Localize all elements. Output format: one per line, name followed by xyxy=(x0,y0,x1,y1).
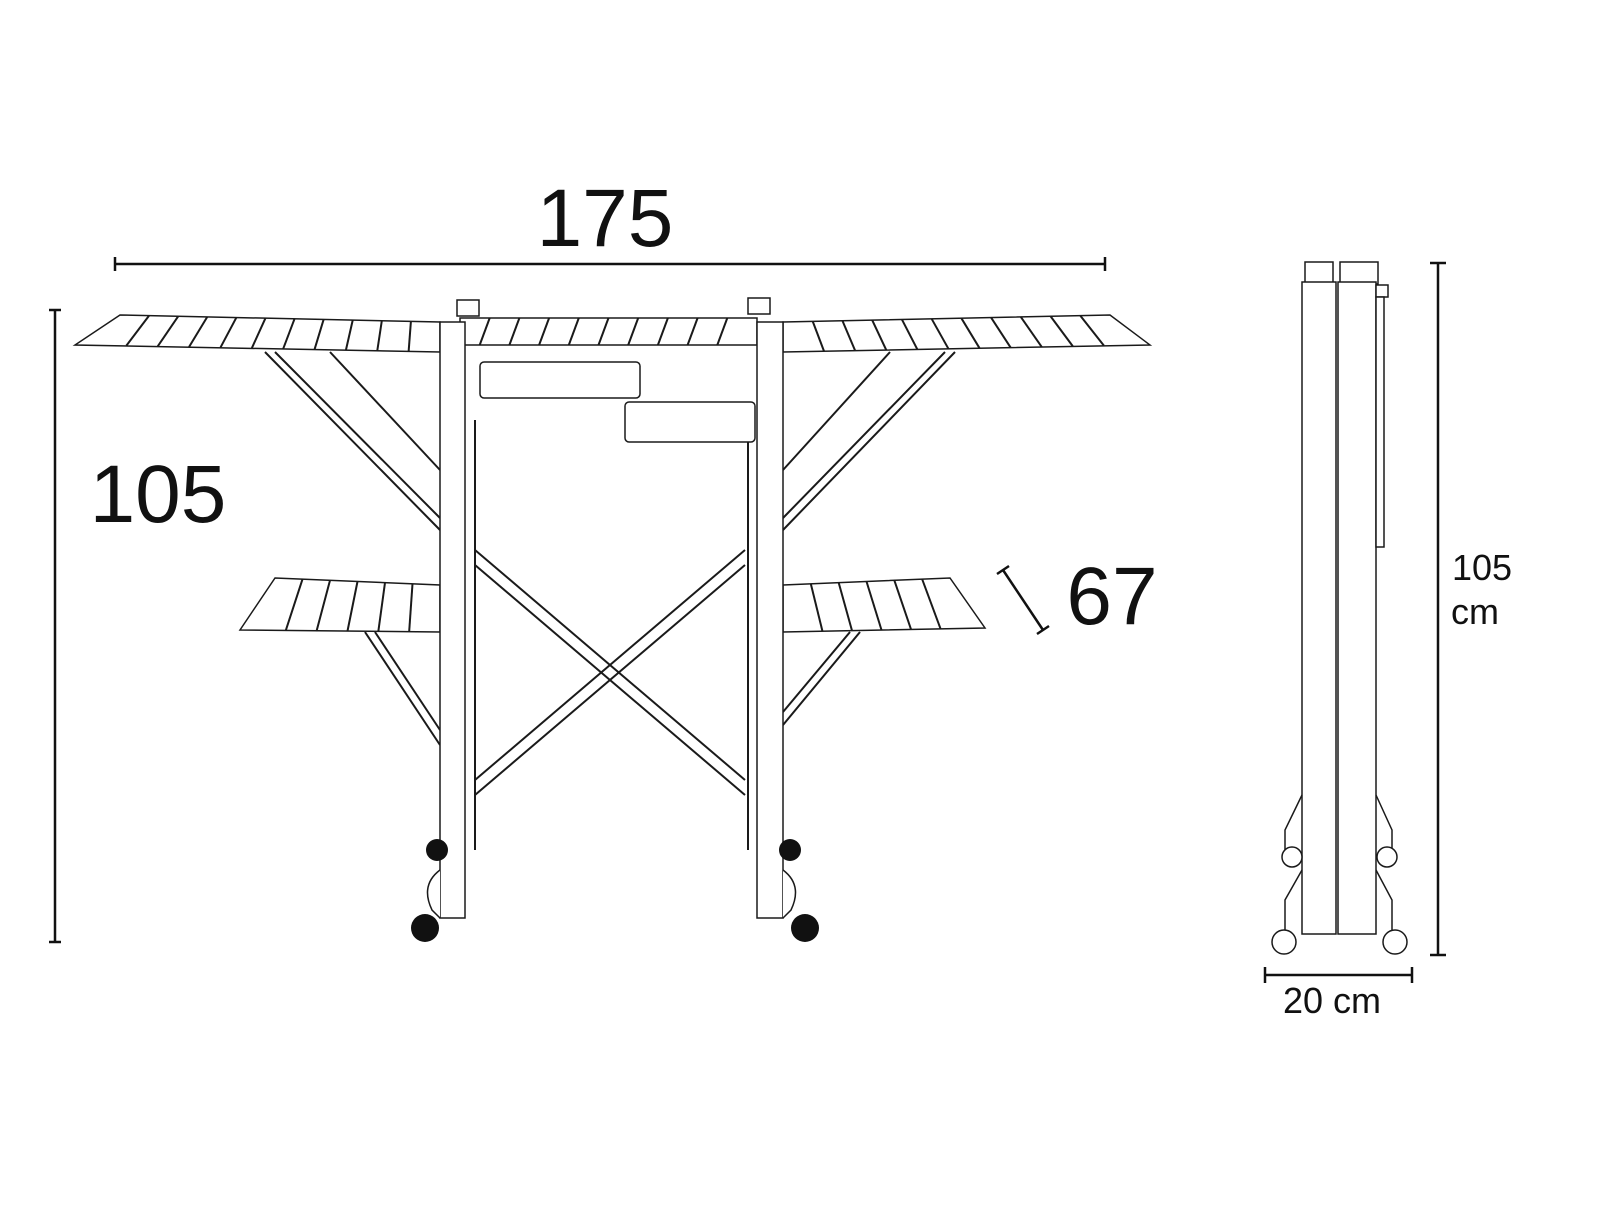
rung xyxy=(597,317,610,346)
rung xyxy=(686,317,699,346)
height-label: 105 xyxy=(90,449,227,540)
width-label: 175 xyxy=(537,173,674,264)
rung xyxy=(282,318,296,350)
side-height-unit: cm xyxy=(1451,591,1499,632)
rung xyxy=(377,582,386,632)
rung xyxy=(921,578,942,630)
rung xyxy=(156,315,180,347)
rung xyxy=(871,319,888,351)
side-height-value: 105 xyxy=(1452,547,1512,588)
depth-dimension: 67 xyxy=(996,551,1158,642)
rung xyxy=(315,580,331,631)
rung xyxy=(1019,316,1043,348)
rung xyxy=(901,318,919,350)
rung xyxy=(837,582,853,631)
right-post xyxy=(756,321,784,919)
rung xyxy=(538,317,551,346)
rung xyxy=(990,316,1012,349)
left-arm xyxy=(479,361,641,399)
right-arm xyxy=(624,401,756,443)
rack-side-view: 105 cm 20 cm xyxy=(1263,261,1512,1021)
rung xyxy=(1079,315,1105,347)
rung xyxy=(125,315,150,347)
width-dimension: 175 xyxy=(113,173,1107,271)
wheel xyxy=(411,914,439,942)
rung xyxy=(627,317,640,346)
rung xyxy=(250,317,267,349)
rung xyxy=(811,321,826,352)
rung xyxy=(188,316,209,348)
rung xyxy=(716,317,729,346)
depth-label: 67 xyxy=(1066,551,1157,642)
rung xyxy=(930,318,950,350)
rung xyxy=(313,319,325,350)
rung xyxy=(656,317,669,346)
rung xyxy=(809,583,824,632)
rung xyxy=(893,580,912,630)
rung xyxy=(508,317,521,346)
rung xyxy=(865,581,883,631)
rack-front-view xyxy=(72,297,1153,942)
rung xyxy=(346,581,359,632)
height-dimension: 105 xyxy=(49,308,227,944)
right-lower-wing xyxy=(782,577,987,633)
rung xyxy=(1049,315,1074,347)
center-top-shelf xyxy=(459,317,758,346)
rung xyxy=(841,320,857,352)
wheel xyxy=(791,914,819,942)
side-width-label: 20 cm xyxy=(1283,980,1381,1021)
rung xyxy=(344,319,354,351)
rung xyxy=(407,321,412,352)
rung xyxy=(960,317,981,349)
rung xyxy=(219,317,238,349)
rung xyxy=(408,583,414,632)
left-post xyxy=(439,321,466,919)
rung xyxy=(478,317,491,346)
rung xyxy=(284,578,304,631)
rung xyxy=(376,320,383,351)
rung xyxy=(567,317,580,346)
